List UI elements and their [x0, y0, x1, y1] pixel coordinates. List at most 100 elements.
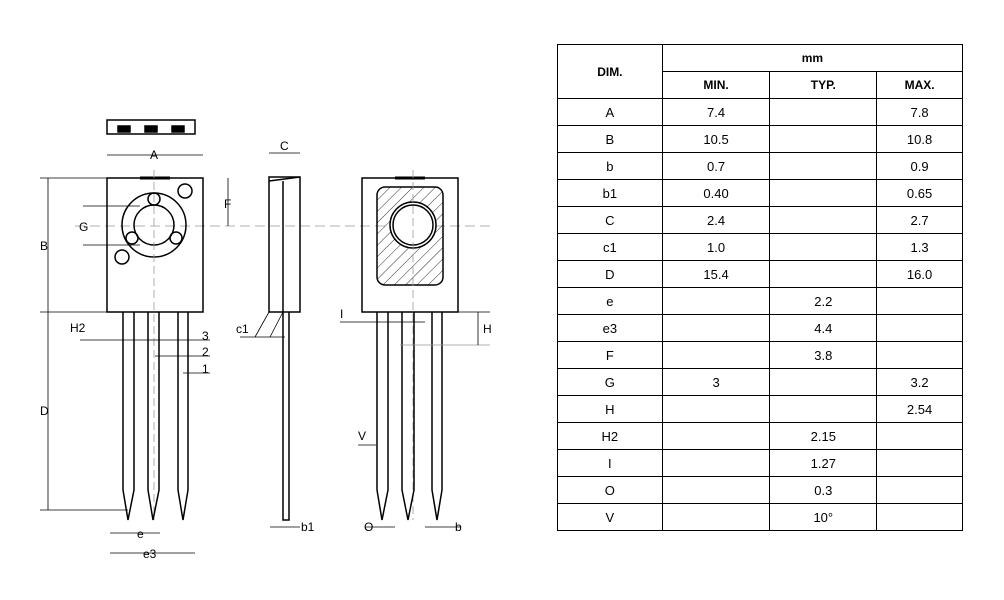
cell-dim: H2 [557, 422, 663, 450]
cell-typ: 3.8 [769, 341, 878, 369]
label-c1: c1 [236, 322, 249, 336]
cell-typ [769, 179, 878, 207]
cell-min: 3 [661, 368, 771, 396]
cell-typ: 2.15 [769, 422, 878, 450]
table-row: e3 4.4 [557, 314, 963, 342]
typ-header: TYP. [769, 71, 878, 99]
label-O: O [364, 520, 373, 534]
cell-typ [769, 98, 878, 126]
label-G: G [79, 220, 88, 234]
cell-dim: F [557, 341, 663, 369]
cell-max: 0.9 [876, 152, 963, 180]
label-H: H [483, 322, 492, 336]
cell-max: 1.3 [876, 233, 963, 261]
cell-max: 2.54 [876, 395, 963, 423]
max-header: MAX. [876, 71, 963, 99]
label-pin2: 2 [202, 345, 209, 359]
cell-min [661, 341, 771, 369]
label-C: C [280, 139, 289, 153]
label-pin1: 1 [202, 362, 209, 376]
label-V: V [358, 429, 366, 443]
cell-max [876, 503, 963, 531]
cell-min: 0.7 [661, 152, 771, 180]
cell-typ [769, 233, 878, 261]
dim-header: DIM. [557, 44, 663, 99]
label-b: b [455, 520, 462, 534]
cell-min: 2.4 [661, 206, 771, 234]
cell-min: 1.0 [661, 233, 771, 261]
cell-typ: 2.2 [769, 287, 878, 315]
unit-header: mm [661, 44, 964, 72]
cell-typ: 4.4 [769, 314, 878, 342]
cell-max: 10.8 [876, 125, 963, 153]
top-view [106, 119, 196, 135]
cell-typ [769, 368, 878, 396]
cell-typ [769, 260, 878, 288]
package-drawing: A B C D F G H H2 I c1 e e3 b1 b O V 1 2 … [40, 119, 492, 561]
label-F: F [224, 197, 231, 211]
cell-min [661, 503, 771, 531]
label-pin3: 3 [202, 329, 209, 343]
cell-max: 7.8 [876, 98, 963, 126]
label-e: e [137, 527, 144, 541]
cell-dim: G [557, 368, 663, 396]
cell-dim: D [557, 260, 663, 288]
front-view [40, 154, 229, 554]
cell-min [661, 449, 771, 477]
label-I: I [340, 307, 343, 321]
cell-typ [769, 395, 878, 423]
cell-max [876, 476, 963, 504]
cell-typ [769, 206, 878, 234]
cell-max [876, 449, 963, 477]
cell-min: 7.4 [661, 98, 771, 126]
cell-dim: A [557, 98, 663, 126]
cell-dim: e3 [557, 314, 663, 342]
label-b1: b1 [301, 520, 315, 534]
cell-dim: V [557, 503, 663, 531]
leads [122, 312, 189, 521]
label-B: B [40, 239, 48, 253]
cell-max [876, 314, 963, 342]
cell-dim: c1 [557, 233, 663, 261]
cell-min: 10.5 [661, 125, 771, 153]
table-row: V 10° [557, 503, 963, 531]
table-row: H2 2.15 [557, 422, 963, 450]
back-view [340, 170, 490, 528]
cell-typ: 0.3 [769, 476, 878, 504]
cell-dim: H [557, 395, 663, 423]
min-header: MIN. [661, 71, 771, 99]
side-view [240, 152, 301, 528]
cell-min: 15.4 [661, 260, 771, 288]
cell-max [876, 341, 963, 369]
cell-typ: 10° [769, 503, 878, 531]
cell-dim: b [557, 152, 663, 180]
label-H2: H2 [70, 321, 86, 335]
table-row: F 3.8 [557, 341, 963, 369]
cell-min [661, 395, 771, 423]
cell-dim: C [557, 206, 663, 234]
cell-max: 16.0 [876, 260, 963, 288]
cell-dim: e [557, 287, 663, 315]
label-D: D [40, 404, 49, 418]
cell-max [876, 422, 963, 450]
cell-typ [769, 152, 878, 180]
cell-min [661, 287, 771, 315]
label-A: A [150, 148, 158, 162]
label-e3: e3 [143, 547, 157, 561]
cell-max: 0.65 [876, 179, 963, 207]
table-row: e 2.2 [557, 287, 963, 315]
cell-min: 0.40 [661, 179, 771, 207]
cell-dim: b1 [557, 179, 663, 207]
cell-min [661, 422, 771, 450]
cell-min [661, 314, 771, 342]
